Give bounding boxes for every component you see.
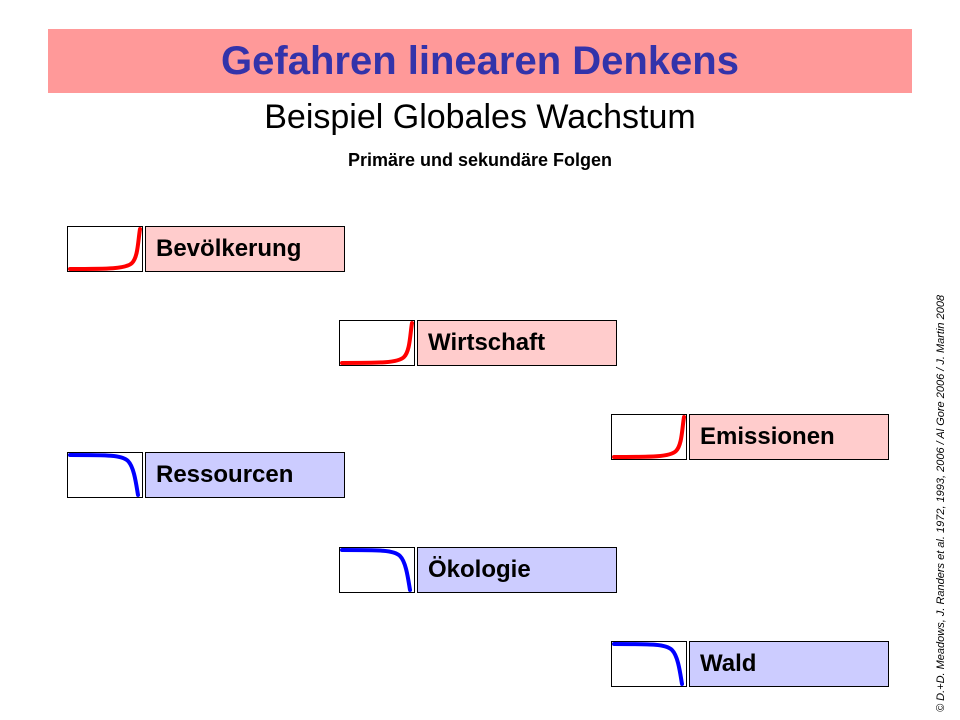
title-bar: Gefahren linearen Denkens bbox=[48, 29, 912, 93]
growth-curve-icon bbox=[67, 226, 143, 272]
decline-curve-icon bbox=[67, 452, 143, 498]
node-label: Wald bbox=[689, 641, 889, 687]
credit-text: © D.+D. Meadows, J. Randers et al. 1972,… bbox=[935, 294, 947, 712]
node-label: Ökologie bbox=[417, 547, 617, 593]
node-label: Ressourcen bbox=[145, 452, 345, 498]
node-label: Bevölkerung bbox=[145, 226, 345, 272]
slide-subsubtitle: Primäre und sekundäre Folgen bbox=[347, 150, 613, 170]
growth-curve-icon bbox=[339, 320, 415, 366]
decline-curve-icon bbox=[611, 641, 687, 687]
decline-curve-icon bbox=[339, 547, 415, 593]
node-label: Wirtschaft bbox=[417, 320, 617, 366]
slide-title: Gefahren linearen Denkens bbox=[221, 38, 739, 83]
slide-subtitle: Beispiel Globales Wachstum bbox=[264, 98, 696, 136]
node-label: Emissionen bbox=[689, 414, 889, 460]
growth-curve-icon bbox=[611, 414, 687, 460]
